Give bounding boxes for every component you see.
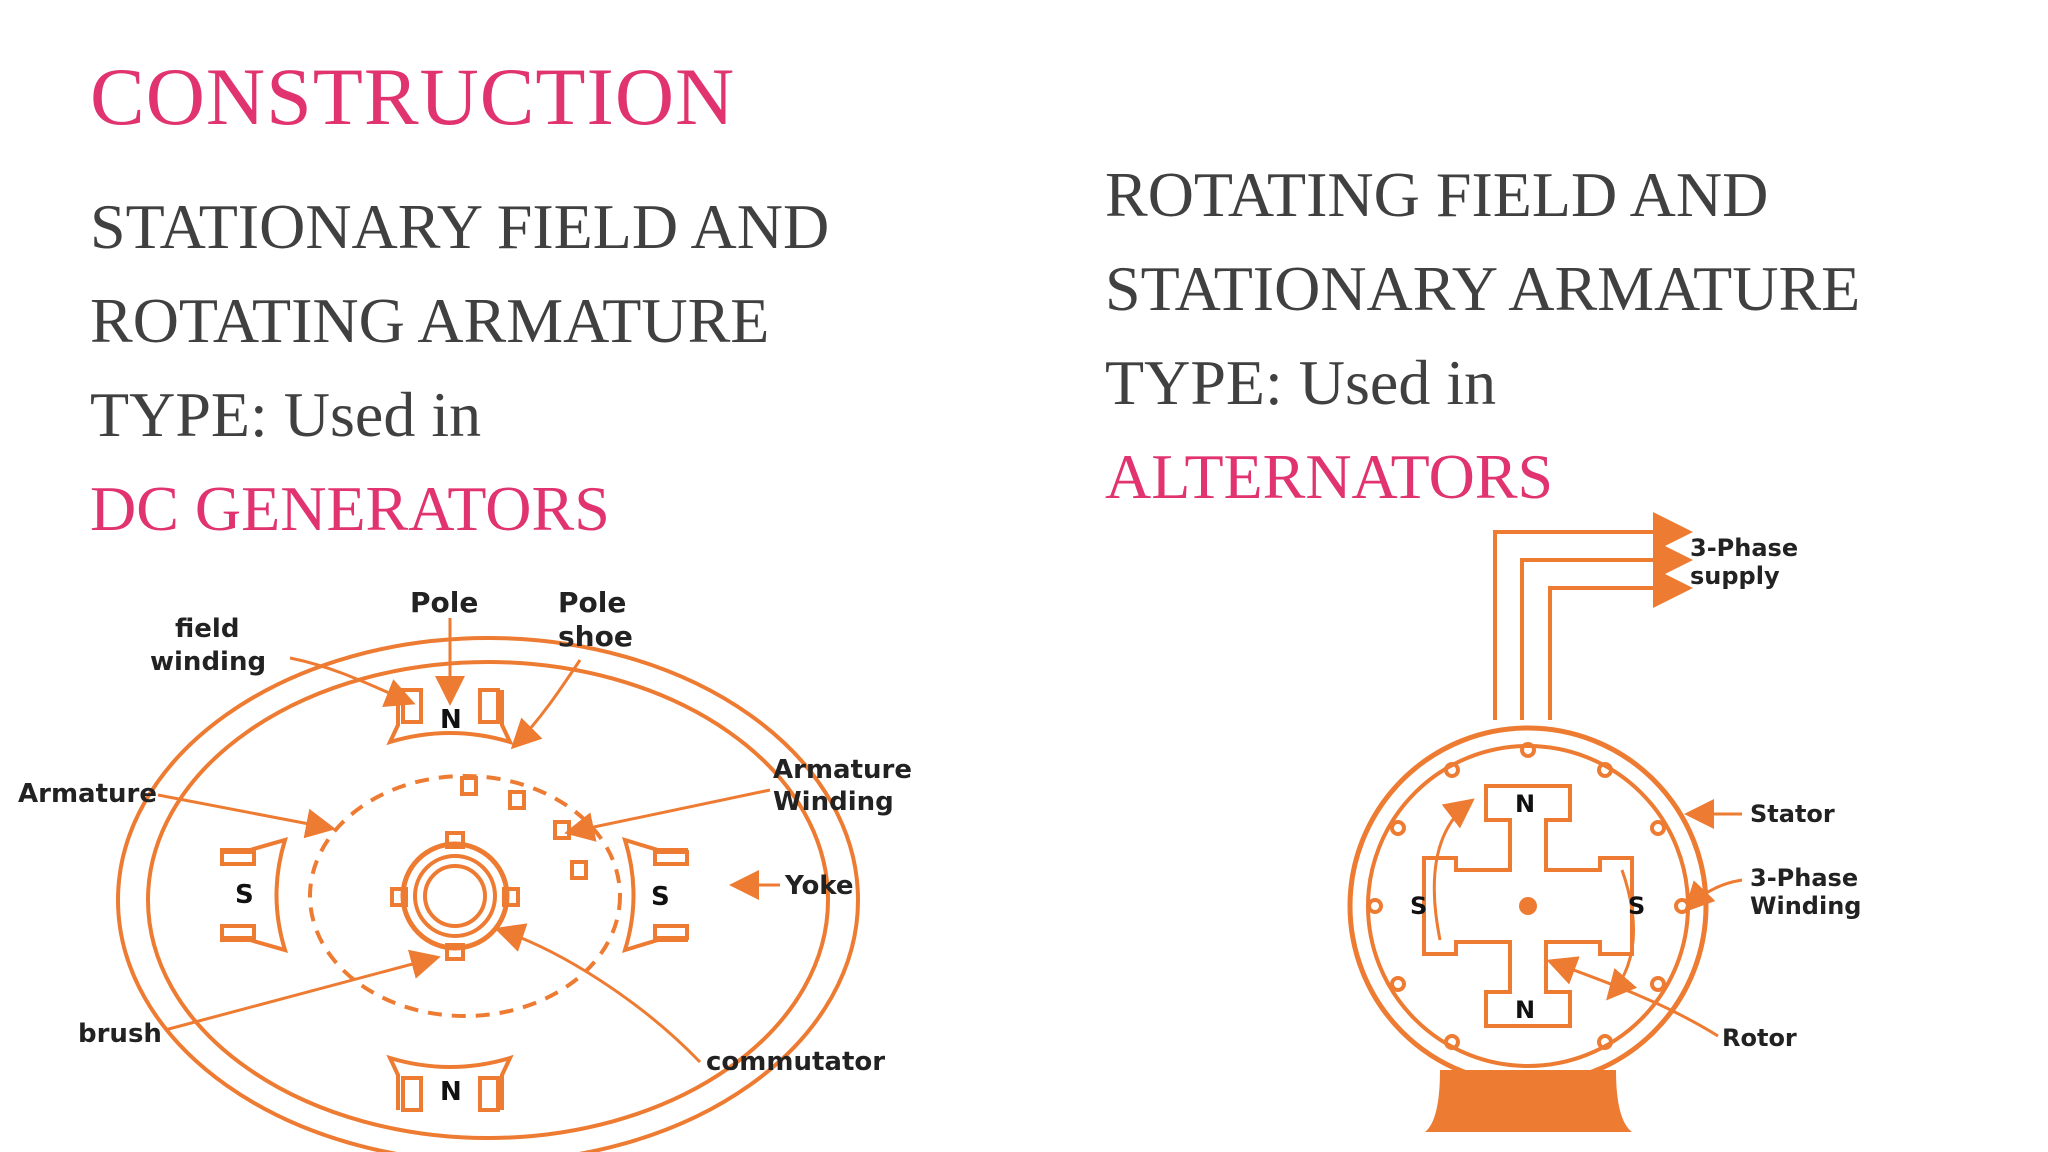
label-yoke: Yoke xyxy=(784,871,854,901)
right-line-2: STATIONARY ARMATURE xyxy=(1105,253,1861,324)
label-brush: brush xyxy=(78,1019,162,1049)
label-pole: Pole xyxy=(410,586,478,619)
label-armature: Armature xyxy=(18,779,157,809)
label-3phase-winding-2: Winding xyxy=(1750,892,1861,920)
right-line-3: TYPE: Used in xyxy=(1105,347,1497,418)
pole-right xyxy=(621,836,688,954)
left-line-1: STATIONARY FIELD AND xyxy=(90,191,830,262)
label-stator: Stator xyxy=(1750,800,1835,828)
right-line-4: ALTERNATORS xyxy=(1105,441,1554,512)
commutator-ring xyxy=(400,841,510,951)
dc-pole-mark-right: S xyxy=(651,882,670,912)
pole-top xyxy=(386,690,514,746)
left-line-3: TYPE: Used in xyxy=(90,379,482,450)
label-armature-winding-1: Armature xyxy=(773,755,912,785)
yoke-inner xyxy=(146,660,830,1140)
label-3phase-winding-1: 3-Phase xyxy=(1750,864,1858,892)
alternator-description: ROTATING FIELD AND STATIONARY ARMATURE T… xyxy=(1105,148,1860,524)
label-rotor: Rotor xyxy=(1722,1024,1797,1052)
label-3phase-supply-2: supply xyxy=(1690,562,1780,590)
label-armature-winding-2: Winding xyxy=(773,787,894,817)
label-field-winding-2: winding xyxy=(150,647,266,677)
dc-pole-mark-left: S xyxy=(235,880,254,910)
left-line-4: DC GENERATORS xyxy=(90,473,610,544)
dc-generator-description: STATIONARY FIELD AND ROTATING ARMATURE T… xyxy=(90,180,829,556)
dc-pole-mark-bottom: N xyxy=(440,1077,462,1107)
alt-pole-mark-top: N xyxy=(1515,790,1535,818)
label-pole-shoe-2: shoe xyxy=(558,620,633,653)
right-line-1: ROTATING FIELD AND xyxy=(1105,159,1769,230)
pole-bottom xyxy=(386,1054,514,1110)
label-pole-shoe-1: Pole xyxy=(558,586,626,619)
alt-pole-mark-right: S xyxy=(1628,892,1645,920)
label-commutator: commutator xyxy=(706,1047,885,1077)
alt-pole-mark-bottom: N xyxy=(1515,996,1535,1024)
yoke-outer xyxy=(116,636,860,1152)
left-line-2: ROTATING ARMATURE xyxy=(90,285,770,356)
rotor xyxy=(1422,784,1634,1028)
slide-heading: CONSTRUCTION xyxy=(90,51,736,142)
label-3phase-supply-1: 3-Phase xyxy=(1690,534,1798,562)
dc-pole-mark-top: N xyxy=(440,705,462,735)
alt-pole-mark-left: S xyxy=(1410,892,1427,920)
pole-left xyxy=(220,837,289,953)
label-field-winding-1: field xyxy=(175,614,239,644)
brush-top xyxy=(445,831,465,849)
